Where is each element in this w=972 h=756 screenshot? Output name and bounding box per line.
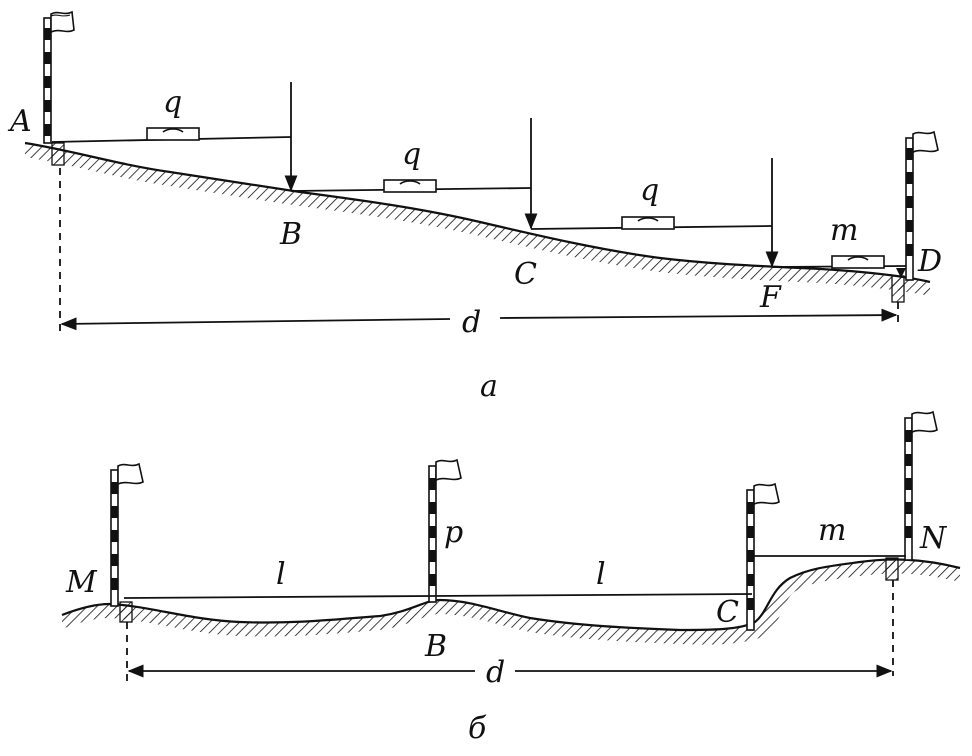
point-label-d: D — [917, 244, 942, 279]
level-icon — [146, 127, 200, 141]
point-label-b: B — [424, 629, 447, 664]
distance-arrow-a-right — [499, 308, 898, 322]
tape-segment-bc — [431, 593, 753, 597]
point-label-a: A — [7, 104, 32, 139]
level-label-q1: q — [163, 85, 182, 120]
caption-b: б — [468, 711, 487, 746]
ranging-pole-n — [885, 410, 938, 581]
segment-label-l1: l — [276, 557, 286, 592]
pole-label-p: p — [444, 515, 463, 550]
level-label-q2: q — [402, 137, 421, 172]
point-label-f: F — [759, 280, 782, 315]
ground-hatch-a — [25, 143, 930, 296]
part-a: A B C F D q q q m d а — [7, 10, 942, 404]
level-label-q3: q — [640, 173, 659, 208]
ranging-pole-d — [891, 130, 939, 303]
point-label-c: C — [514, 257, 537, 292]
part-b: M B C N p l l m d б — [61, 410, 961, 746]
distance-label-b: d — [486, 655, 505, 690]
level-icon — [383, 179, 437, 193]
segment-label-l2: l — [596, 557, 606, 592]
ranging-pole-m — [110, 462, 144, 623]
distance-label-a: d — [462, 305, 481, 340]
tape-segment-mb — [123, 595, 433, 599]
ranging-pole-a — [43, 10, 75, 166]
point-label-m: M — [65, 565, 98, 600]
step-label-m: m — [818, 513, 846, 548]
ranging-pole-c — [746, 482, 780, 631]
ground-hatch-b — [62, 559, 960, 645]
point-label-b: B — [279, 217, 302, 252]
level-label-m: m — [830, 213, 858, 248]
point-label-n: N — [919, 521, 948, 556]
level-icon — [831, 255, 885, 269]
caption-a: а — [480, 369, 498, 404]
ranging-pole-p — [428, 458, 462, 603]
level-icon — [621, 216, 675, 230]
distance-arrow-a-left — [60, 317, 451, 331]
ground-surface-b — [61, 558, 961, 632]
ground-surface-a — [24, 141, 931, 284]
point-label-c: C — [716, 595, 739, 630]
